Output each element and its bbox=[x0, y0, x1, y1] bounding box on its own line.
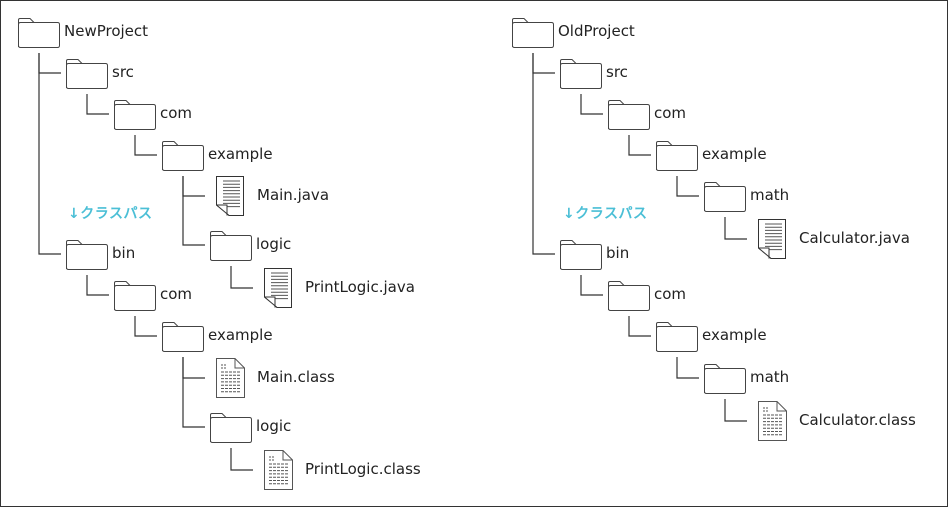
class-file-icon bbox=[261, 449, 295, 495]
tree-connector bbox=[182, 176, 205, 246]
tree-connector bbox=[38, 53, 61, 74]
folder-icon bbox=[161, 138, 205, 176]
tree-connector bbox=[86, 275, 109, 296]
file-label: PrintLogic.java bbox=[305, 278, 415, 296]
folder-icon bbox=[607, 278, 651, 316]
folder-icon bbox=[655, 319, 699, 357]
tree-connector bbox=[134, 135, 157, 156]
folder-label: math bbox=[750, 186, 790, 204]
tree-connector bbox=[182, 176, 205, 197]
folder-label: example bbox=[208, 145, 273, 163]
folder-icon bbox=[65, 237, 109, 275]
folder-label: logic bbox=[256, 235, 292, 253]
tree-connector bbox=[628, 316, 651, 337]
folder-icon bbox=[559, 237, 603, 275]
tree-connector bbox=[86, 94, 109, 115]
folder-label: com bbox=[160, 285, 193, 303]
folder-label: OldProject bbox=[558, 22, 635, 40]
folder-icon bbox=[703, 361, 747, 399]
folder-icon bbox=[161, 319, 205, 357]
folder-label: logic bbox=[256, 417, 292, 435]
java-file-icon bbox=[261, 267, 295, 313]
folder-icon bbox=[209, 410, 253, 448]
tree-connector bbox=[676, 176, 699, 197]
folder-label: NewProject bbox=[64, 22, 149, 40]
folder-icon bbox=[559, 56, 603, 94]
folder-label: com bbox=[160, 104, 193, 122]
file-label: Main.java bbox=[257, 186, 330, 204]
tree-connector bbox=[182, 357, 205, 428]
folder-label: com bbox=[654, 285, 687, 303]
tree-connector bbox=[724, 217, 747, 240]
tree-connector bbox=[230, 266, 253, 289]
folder-icon bbox=[209, 228, 253, 266]
tree-connector bbox=[724, 399, 747, 422]
classpath-annotation: ↓クラスパス bbox=[563, 206, 648, 222]
folder-label: bin bbox=[606, 244, 630, 262]
java-file-icon bbox=[213, 175, 247, 221]
class-file-icon bbox=[755, 400, 789, 446]
tree-connector bbox=[580, 275, 603, 296]
folder-icon bbox=[17, 15, 61, 53]
folder-label: example bbox=[702, 326, 767, 344]
file-label: Calculator.java bbox=[799, 229, 910, 247]
tree-connector bbox=[676, 357, 699, 379]
folder-icon bbox=[511, 15, 555, 53]
folder-icon bbox=[607, 97, 651, 135]
tree-connector bbox=[230, 448, 253, 471]
tree-connector bbox=[134, 316, 157, 337]
file-label: PrintLogic.class bbox=[305, 460, 421, 478]
classpath-annotation: ↓クラスパス bbox=[68, 206, 153, 222]
folder-label: bin bbox=[112, 244, 136, 262]
file-label: Main.class bbox=[257, 368, 335, 386]
tree-connector bbox=[38, 53, 61, 255]
folder-label: src bbox=[606, 63, 628, 81]
folder-icon bbox=[703, 179, 747, 217]
folder-icon bbox=[655, 138, 699, 176]
tree-connector bbox=[628, 135, 651, 156]
folder-label: example bbox=[208, 326, 273, 344]
folder-icon bbox=[113, 97, 157, 135]
tree-connector bbox=[580, 94, 603, 115]
class-file-icon bbox=[213, 357, 247, 403]
folder-label: example bbox=[702, 145, 767, 163]
folder-label: math bbox=[750, 368, 790, 386]
java-file-icon bbox=[755, 218, 789, 264]
folder-label: com bbox=[654, 104, 687, 122]
tree-connector bbox=[532, 53, 555, 74]
tree-connector bbox=[532, 53, 555, 255]
folder-icon bbox=[65, 56, 109, 94]
tree-connector bbox=[182, 357, 205, 379]
file-label: Calculator.class bbox=[799, 411, 916, 429]
folder-icon bbox=[113, 278, 157, 316]
folder-label: src bbox=[112, 63, 134, 81]
